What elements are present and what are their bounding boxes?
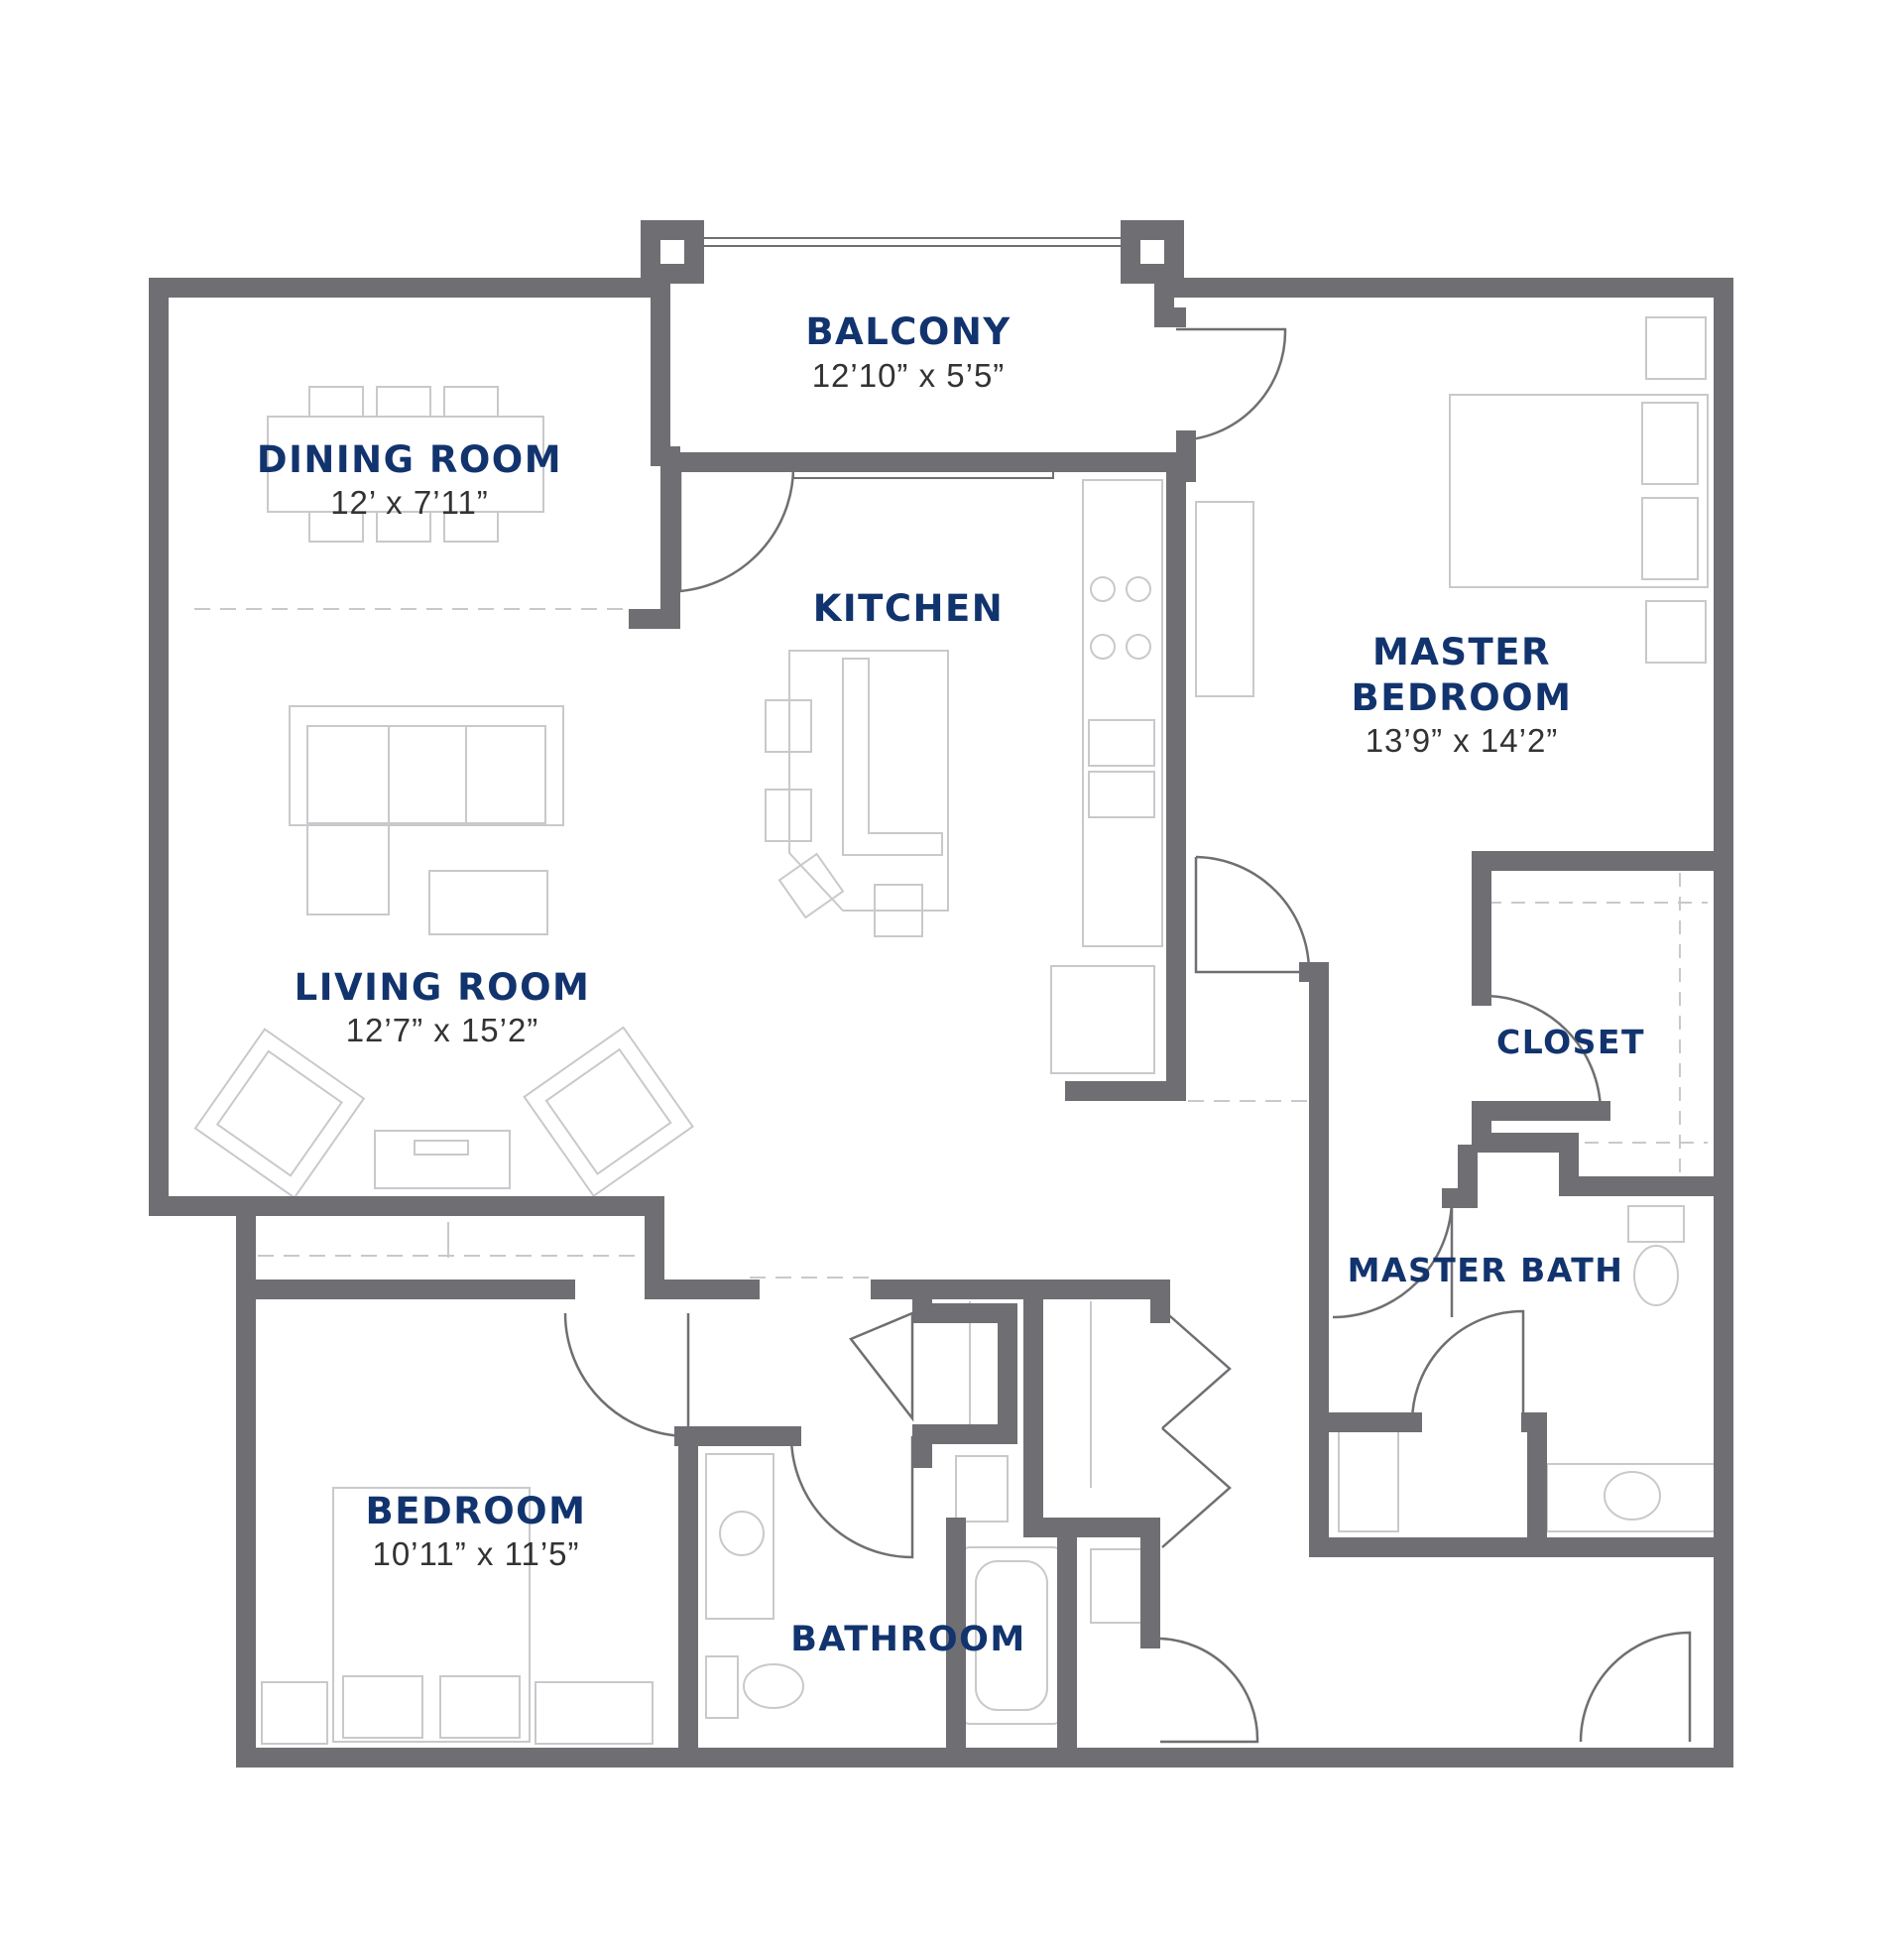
wall-bathroom-hall	[871, 1280, 1170, 1323]
wall-bath-vanity	[1521, 1412, 1547, 1557]
balcony-name: BALCONY	[805, 310, 1011, 353]
door-master-hall	[1194, 855, 1311, 974]
armchair-left	[193, 1028, 366, 1199]
balcony-post-left	[641, 220, 704, 284]
dining-room-name: DINING ROOM	[257, 438, 562, 481]
room-boundaries	[194, 608, 1309, 1279]
door-bath-vanity	[1410, 1309, 1525, 1423]
wall-corridor	[1299, 962, 1733, 1557]
sectional-sofa	[289, 705, 564, 935]
room-labels: BALCONY 12’10” x 5’5” DINING ROOM 12’ x …	[257, 310, 1645, 1659]
armchair-right	[523, 1026, 694, 1198]
door-closet	[1483, 994, 1603, 1113]
bedroom-name: BEDROOM	[366, 1490, 587, 1532]
wall-master-bath	[1442, 1145, 1478, 1208]
window-balcony	[695, 237, 1126, 247]
dining-room-dimension: 12’ x 7’11”	[330, 484, 489, 521]
balcony-post-right	[1121, 220, 1184, 284]
living-room-dimension: 12’7” x 15’2”	[346, 1012, 539, 1048]
master-bedroom-name-line1: MASTER	[1372, 631, 1551, 673]
door-hall-closet	[849, 1311, 914, 1422]
dining-table	[267, 386, 544, 543]
door-entry	[1579, 1631, 1692, 1743]
fireplace	[374, 1130, 511, 1189]
wall-hall-closet-a	[912, 1280, 1017, 1468]
wall-outer-bottom	[236, 1196, 1587, 1768]
wall-hall-closet-b	[1023, 1289, 1160, 1648]
master-bath-name: MASTER BATH	[1348, 1251, 1624, 1289]
closet-name: CLOSET	[1496, 1023, 1645, 1061]
door-bathroom	[789, 1435, 914, 1559]
balcony-dimension: 12’10” x 5’5”	[812, 357, 1006, 394]
door-master-bath	[1332, 1197, 1454, 1319]
living-room-name: LIVING ROOM	[295, 966, 591, 1009]
closet-shelving	[1488, 873, 1708, 1174]
kitchen-name: KITCHEN	[813, 587, 1005, 630]
wall-balcony-right	[1154, 264, 1186, 327]
door-laundry	[1161, 1308, 1232, 1548]
master-bed	[1195, 316, 1709, 697]
master-bedroom-name-line2: BEDROOM	[1352, 676, 1573, 719]
wall-layer	[149, 220, 1733, 1768]
wall-closet	[1472, 851, 1733, 1006]
kitchen-island	[765, 650, 949, 937]
bedroom-wardrobe	[258, 1222, 641, 1258]
door-bedroom	[563, 1312, 690, 1438]
door-layer	[563, 327, 1692, 1744]
wall-kitchen-right	[1045, 452, 1186, 1101]
bedroom-bed	[261, 1487, 654, 1745]
master-bedroom-dimension: 13’9” x 14’2”	[1366, 722, 1559, 759]
door-linen	[1159, 1637, 1259, 1744]
bathroom-name: BATHROOM	[790, 1620, 1026, 1659]
door-balcony-master	[1175, 327, 1287, 442]
bedroom-dimension: 10’11” x 11’5”	[372, 1535, 579, 1572]
wall-closet-bottom	[1472, 1101, 1733, 1196]
wall-outer-right	[1166, 278, 1733, 1768]
door-dining-kitchen	[678, 465, 795, 593]
bathroom-fixtures	[705, 1453, 1145, 1725]
wall-outer-left-top	[149, 278, 660, 1216]
kitchen-counter	[1082, 479, 1163, 947]
wall-balcony-left	[629, 264, 680, 629]
refrigerator	[1050, 965, 1155, 1074]
